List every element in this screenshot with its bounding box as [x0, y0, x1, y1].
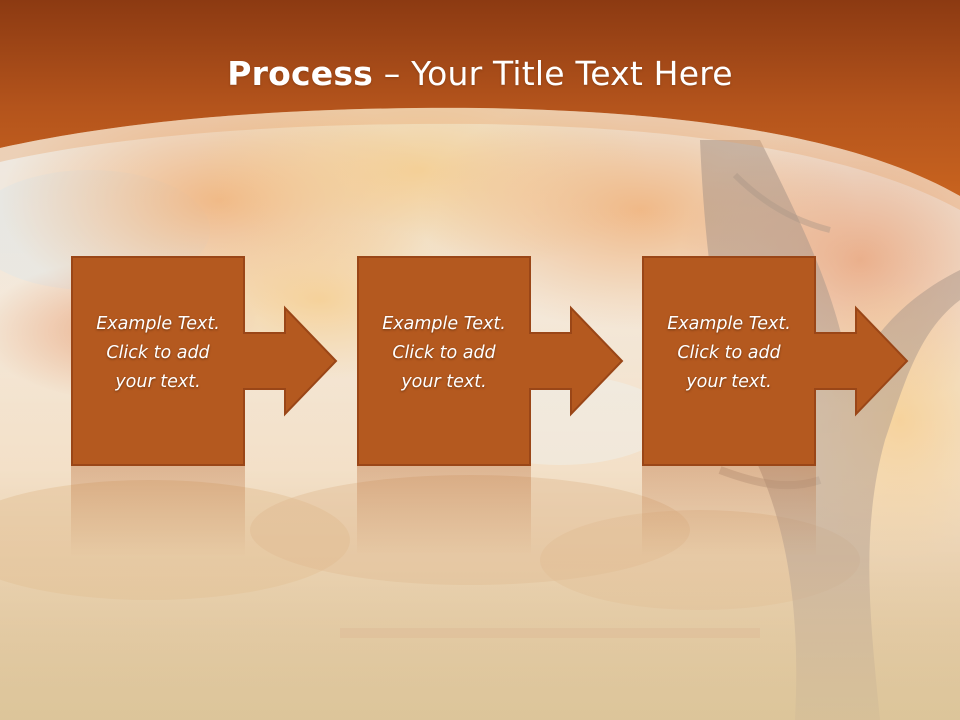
step-2-arrow-shape	[357, 256, 624, 466]
step-2-label[interactable]: Example Text. Click to add your text.	[382, 314, 506, 392]
step-3-label[interactable]: Example Text. Click to add your text.	[667, 314, 791, 392]
title-rest: – Your Title Text Here	[373, 54, 733, 93]
process-step-2[interactable]: Example Text. Click to add your text.	[357, 256, 627, 468]
step-1-arrow-shape	[71, 256, 338, 466]
title-strong: Process	[227, 54, 374, 93]
step-1-label[interactable]: Example Text. Click to add your text.	[96, 314, 220, 392]
slide-title[interactable]: Process – Your Title Text Here	[0, 54, 960, 93]
process-step-3[interactable]: Example Text. Click to add your text.	[642, 256, 912, 468]
step-3-arrow-shape	[642, 256, 909, 466]
process-step-1[interactable]: Example Text. Click to add your text.	[71, 256, 341, 468]
header-band	[0, 0, 960, 210]
